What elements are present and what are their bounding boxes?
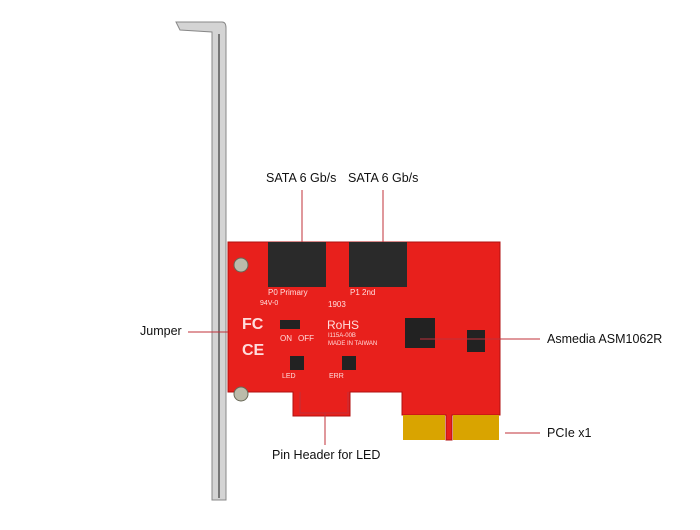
print-port1: P1 2nd [350, 288, 376, 297]
print-rating: 94V-0 [260, 300, 279, 307]
screw-icon [233, 386, 249, 402]
label-controller: Asmedia ASM1062R [547, 332, 663, 346]
print-model: I115A-00B [328, 333, 356, 339]
fcc-logo: FC [242, 316, 264, 333]
print-led: LED [282, 373, 296, 380]
leader-lines [188, 190, 540, 445]
print-rohs: RoHS [327, 318, 360, 332]
label-sata-primary: SATA 6 Gb/s [266, 171, 337, 185]
sata-port-2nd [349, 242, 407, 287]
print-jumper-off: OFF [298, 334, 314, 343]
controller-chip [405, 318, 435, 348]
jumper-block [280, 320, 300, 329]
pcie-gold-fingers [403, 415, 499, 440]
ce-logo: CE [242, 342, 265, 359]
eeprom-chip [467, 330, 485, 352]
label-pin-header: Pin Header for LED [272, 448, 381, 462]
err-pin-header [342, 356, 356, 370]
print-jumper-on: ON [280, 334, 292, 343]
print-made-in: MADE IN TAIWAN [328, 341, 378, 347]
mounting-bracket [175, 21, 227, 501]
led-pin-header [290, 356, 304, 370]
sata-port-primary [268, 242, 326, 287]
label-jumper: Jumper [140, 324, 182, 338]
label-sata-2nd: SATA 6 Gb/s [348, 171, 419, 185]
screw-icon [233, 257, 249, 273]
print-err: ERR [329, 373, 344, 380]
print-date: 1903 [328, 300, 346, 309]
label-pcie: PCIe x1 [547, 426, 592, 440]
print-port0: P0 Primary [268, 288, 308, 297]
